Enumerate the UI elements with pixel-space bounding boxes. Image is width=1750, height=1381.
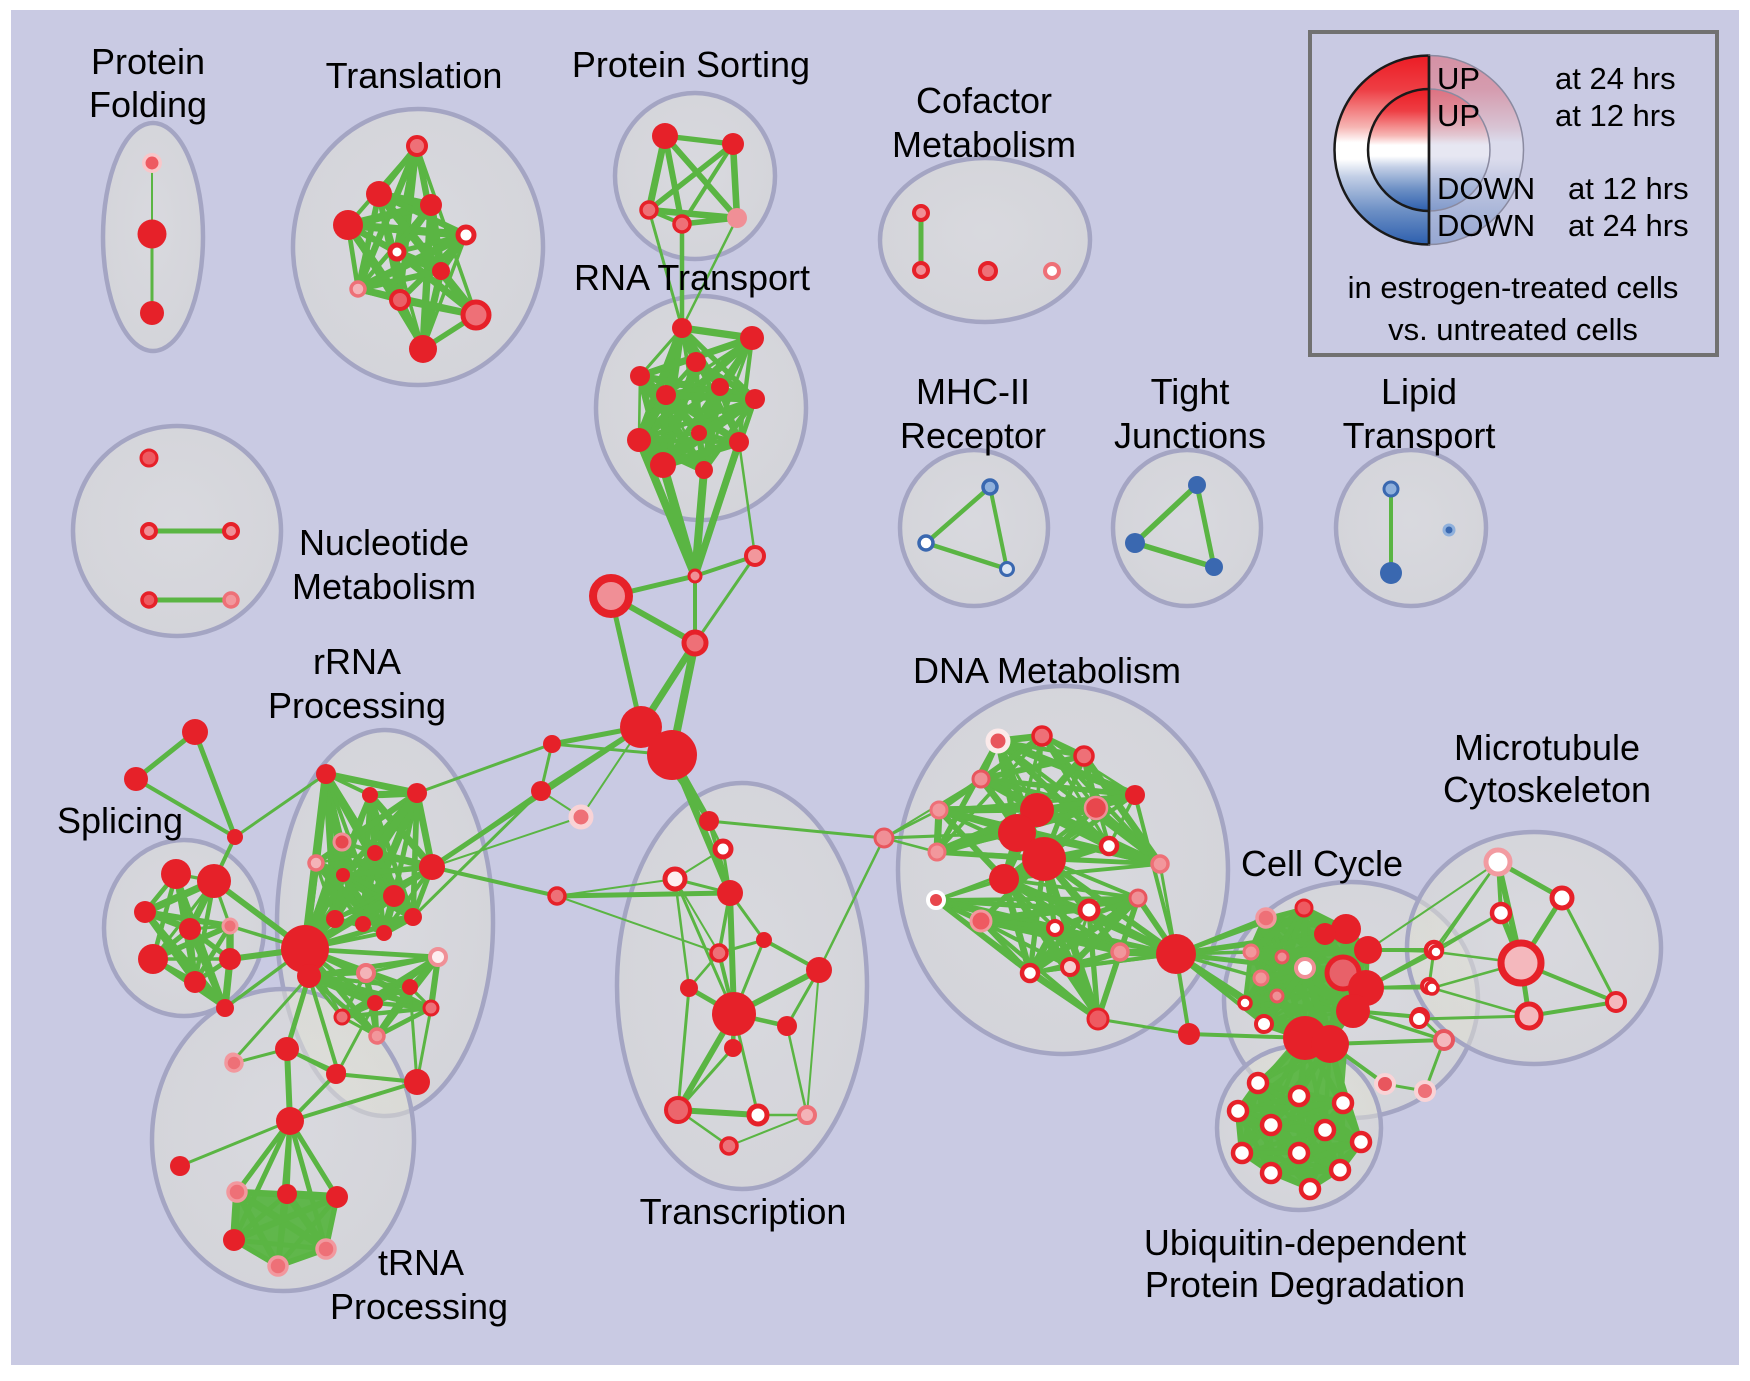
svg-text:at 24 hrs: at 24 hrs <box>1555 61 1676 96</box>
svg-text:at 12 hrs: at 12 hrs <box>1555 98 1676 133</box>
svg-text:Receptor: Receptor <box>900 415 1046 456</box>
svg-text:Nucleotide: Nucleotide <box>299 522 469 563</box>
svg-text:DOWN: DOWN <box>1437 171 1535 206</box>
svg-text:Protein: Protein <box>91 41 205 82</box>
svg-text:Microtubule: Microtubule <box>1454 727 1640 768</box>
svg-text:DNA Metabolism: DNA Metabolism <box>913 650 1181 691</box>
svg-text:UP: UP <box>1437 61 1480 96</box>
svg-text:RNA Transport: RNA Transport <box>574 257 810 298</box>
svg-text:at 24 hrs: at 24 hrs <box>1568 208 1689 243</box>
svg-text:vs. untreated cells: vs. untreated cells <box>1388 312 1638 347</box>
svg-text:UP: UP <box>1437 98 1480 133</box>
svg-text:in estrogen-treated cells: in estrogen-treated cells <box>1348 270 1679 305</box>
svg-text:DOWN: DOWN <box>1437 208 1535 243</box>
svg-text:Cofactor: Cofactor <box>916 80 1052 121</box>
svg-text:Protein Sorting: Protein Sorting <box>572 44 810 85</box>
svg-text:Splicing: Splicing <box>57 800 183 841</box>
svg-text:Transcription: Transcription <box>640 1191 847 1232</box>
svg-text:Junctions: Junctions <box>1114 415 1266 456</box>
svg-text:Ubiquitin-dependent: Ubiquitin-dependent <box>1144 1222 1466 1263</box>
svg-text:Lipid: Lipid <box>1381 371 1457 412</box>
svg-text:rRNA: rRNA <box>313 641 401 682</box>
svg-text:Metabolism: Metabolism <box>892 124 1076 165</box>
svg-text:Folding: Folding <box>89 84 207 125</box>
svg-text:Cell Cycle: Cell Cycle <box>1241 843 1403 884</box>
svg-text:MHC-II: MHC-II <box>916 371 1030 412</box>
svg-text:at 12 hrs: at 12 hrs <box>1568 171 1689 206</box>
svg-text:Metabolism: Metabolism <box>292 566 476 607</box>
svg-text:Cytoskeleton: Cytoskeleton <box>1443 769 1651 810</box>
svg-text:Tight: Tight <box>1151 371 1230 412</box>
svg-text:Translation: Translation <box>326 55 503 96</box>
svg-text:tRNA: tRNA <box>378 1242 464 1283</box>
svg-text:Protein Degradation: Protein Degradation <box>1145 1264 1465 1305</box>
svg-text:Processing: Processing <box>268 685 446 726</box>
svg-text:Processing: Processing <box>330 1286 508 1327</box>
svg-text:Transport: Transport <box>1343 415 1496 456</box>
